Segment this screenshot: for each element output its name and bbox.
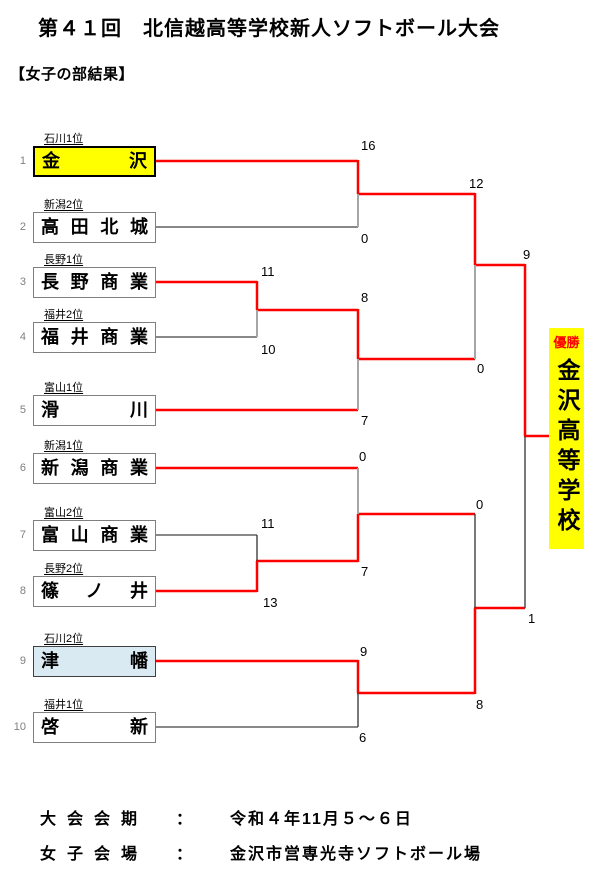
footer-label: 女子会場 [40, 846, 149, 863]
entry-number: 5 [19, 404, 26, 416]
team-name: 滑川 [41, 400, 148, 420]
footer-value: 令和４年11月５～６日 [230, 811, 413, 828]
entry-number: 2 [19, 221, 26, 233]
team-entry-10: 10 福井1位 啓新 [0, 699, 170, 743]
seed-label: 新潟1位 [44, 440, 84, 452]
team-box: 高田北城 [33, 212, 156, 243]
loser-vertical-dark-lines [256, 436, 526, 727]
team-box: 福井商業 [33, 322, 156, 353]
entry-number: 7 [19, 529, 26, 541]
loser-vertical-lines [256, 194, 476, 514]
team-entry-5: 5 富山1位 滑川 [0, 382, 170, 426]
team-box: 篠ノ井 [33, 576, 156, 607]
team-entry-7: 7 富山2位 富山商業 [0, 507, 170, 551]
score-final-bottom: 1 [528, 611, 536, 626]
champion-name: 金沢高等学校 [554, 358, 580, 538]
score-qf4-bottom: 6 [359, 730, 367, 745]
footer-separator: ： [176, 811, 193, 828]
team-entry-8: 8 長野2位 篠ノ井 [0, 563, 170, 607]
team-entry-4: 4 福井2位 福井商業 [0, 309, 170, 353]
entry-number: 8 [19, 585, 26, 597]
seed-label: 石川1位 [44, 133, 84, 145]
team-entry-9: 9 石川2位 津幡 [0, 633, 170, 677]
seed-label: 富山1位 [44, 382, 84, 394]
score-qf3-top: 0 [359, 449, 367, 464]
team-name: 新潟商業 [41, 458, 148, 478]
team-box: 新潟商業 [33, 453, 156, 484]
champion-box: 優勝 金沢高等学校 [549, 328, 584, 549]
seed-label: 長野1位 [44, 254, 84, 266]
score-qf2-bottom: 7 [361, 413, 369, 428]
team-entry-1: 1 石川1位 金沢 [0, 133, 170, 177]
loser-horizontal-lines [156, 226, 358, 728]
seed-label: 石川2位 [44, 633, 84, 645]
team-box: 長野商業 [33, 267, 156, 298]
team-name: 金沢 [42, 151, 147, 171]
team-box: 津幡 [33, 646, 156, 677]
page-title: 第４１回 北信越高等学校新人ソフトボール大会 [38, 18, 500, 40]
score-sf2-bottom: 8 [476, 697, 484, 712]
team-name: 津幡 [41, 651, 148, 671]
seed-label: 福井2位 [44, 309, 84, 321]
score-r1a-top: 11 [261, 264, 275, 279]
team-name: 啓新 [41, 717, 148, 737]
score-r1a-bottom: 10 [261, 342, 276, 357]
winner-path-lines [156, 159, 550, 695]
team-name: 篠ノ井 [41, 581, 148, 601]
team-name: 富山商業 [41, 525, 148, 545]
entry-number: 10 [13, 721, 26, 733]
team-box: 富山商業 [33, 520, 156, 551]
seed-label: 長野2位 [44, 563, 84, 575]
footer-row-dates: 大会会期 ： 令和４年11月５～６日 [0, 805, 600, 828]
entry-number: 9 [19, 655, 26, 667]
seed-label: 新潟2位 [44, 199, 84, 211]
team-name: 長野商業 [41, 272, 148, 292]
entry-number: 6 [19, 462, 26, 474]
score-sf2-top: 0 [476, 497, 484, 512]
team-name: 福井商業 [41, 327, 148, 347]
score-sf1-top: 12 [469, 176, 484, 191]
entry-number: 1 [19, 155, 26, 167]
score-qf4-top: 9 [360, 644, 368, 659]
score-qf1-top: 16 [361, 138, 376, 153]
score-qf3-bottom: 7 [361, 564, 369, 579]
footer-row-venue: 女子会場 ： 金沢市営専光寺ソフトボール場 [0, 840, 600, 863]
team-entry-6: 6 新潟1位 新潟商業 [0, 440, 170, 484]
section-heading: 【女子の部結果】 [10, 66, 135, 83]
team-entry-2: 2 新潟2位 高田北城 [0, 199, 170, 243]
score-qf2-top: 8 [361, 290, 369, 305]
team-box: 啓新 [33, 712, 156, 743]
score-r1b-top: 11 [261, 516, 275, 531]
footer-value: 金沢市営専光寺ソフトボール場 [230, 846, 483, 863]
seed-label: 富山2位 [44, 507, 84, 519]
team-entry-3: 3 長野1位 長野商業 [0, 254, 170, 298]
score-r1b-bottom: 13 [263, 595, 278, 610]
team-name: 高田北城 [41, 217, 148, 237]
footer-label: 大会会期 [40, 811, 149, 828]
team-box: 金沢 [33, 146, 156, 177]
score-sf1-bottom: 0 [477, 361, 485, 376]
entry-number: 3 [19, 276, 26, 288]
seed-label: 福井1位 [44, 699, 84, 711]
champion-label: 優勝 [553, 335, 580, 350]
team-box: 滑川 [33, 395, 156, 426]
score-final-top: 9 [523, 247, 531, 262]
score-qf1-bottom: 0 [361, 231, 369, 246]
footer-separator: ： [176, 846, 193, 863]
entry-number: 4 [19, 331, 26, 343]
